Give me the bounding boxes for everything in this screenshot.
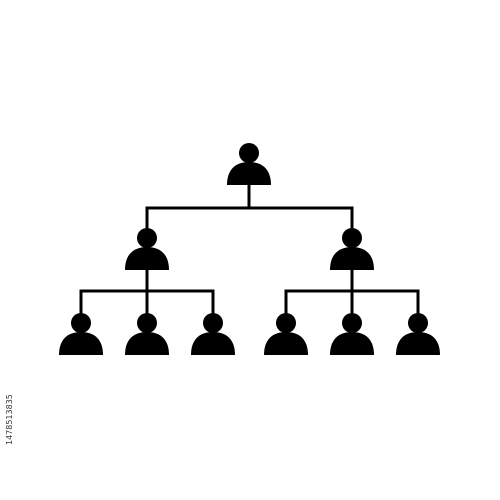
person-icon	[227, 143, 271, 185]
person-icon	[396, 313, 440, 355]
person-body	[125, 332, 169, 355]
person-body	[59, 332, 103, 355]
person-icon	[125, 313, 169, 355]
person-icon	[191, 313, 235, 355]
person-body	[330, 332, 374, 355]
person-head	[137, 313, 157, 333]
person-body	[330, 247, 374, 270]
person-icon	[330, 228, 374, 270]
people-nodes	[59, 143, 440, 355]
person-body	[227, 162, 271, 185]
person-body	[191, 332, 235, 355]
stock-image-id: 1478513835	[5, 394, 14, 446]
person-head	[71, 313, 91, 333]
person-body	[396, 332, 440, 355]
person-head	[137, 228, 157, 248]
person-icon	[264, 313, 308, 355]
connector-lines	[79, 179, 420, 314]
person-head	[239, 143, 259, 163]
person-icon	[59, 313, 103, 355]
person-head	[342, 228, 362, 248]
person-icon	[330, 313, 374, 355]
person-body	[264, 332, 308, 355]
person-head	[342, 313, 362, 333]
person-body	[125, 247, 169, 270]
person-head	[203, 313, 223, 333]
person-head	[408, 313, 428, 333]
person-head	[276, 313, 296, 333]
person-icon	[125, 228, 169, 270]
